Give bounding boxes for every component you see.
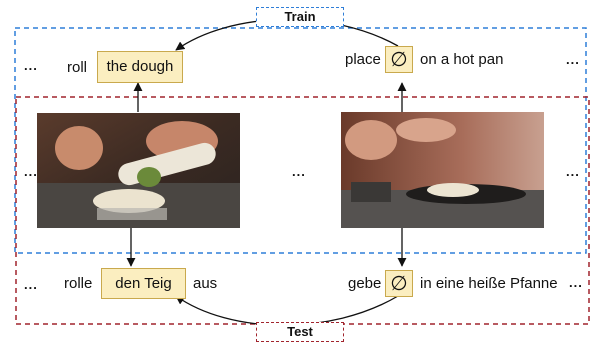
german-empty-slot: ∅ <box>385 270 413 297</box>
german-verb2: gebe <box>348 275 382 292</box>
german-particle: aus <box>193 275 218 292</box>
english-object-highlight: the dough <box>97 51 183 83</box>
test-label: Test <box>256 322 344 342</box>
german-rest: in eine heiße Pfanne <box>420 275 558 292</box>
ellipsis-de-left: ... <box>24 277 38 292</box>
ellipsis-img-middle: ... <box>292 164 306 179</box>
english-empty-slot: ∅ <box>385 46 413 73</box>
german-object-highlight: den Teig <box>101 268 186 299</box>
train-region <box>14 27 587 254</box>
ellipsis-en-right: ... <box>566 52 580 67</box>
ellipsis-en-left: ... <box>24 58 38 73</box>
english-verb2: place <box>345 51 381 68</box>
german-verb: rolle <box>64 275 93 292</box>
english-verb: roll <box>67 59 88 76</box>
alignment-arrow-german <box>175 295 399 326</box>
ellipsis-img-left: ... <box>24 164 38 179</box>
rolling-dough-photo <box>37 113 240 228</box>
train-label: Train <box>256 7 344 27</box>
english-rest: on a hot pan <box>420 51 504 68</box>
pan-flatbread-photo <box>341 112 544 228</box>
ellipsis-img-right: ... <box>566 164 580 179</box>
test-region <box>15 96 590 325</box>
ellipsis-de-right: ... <box>569 275 583 290</box>
